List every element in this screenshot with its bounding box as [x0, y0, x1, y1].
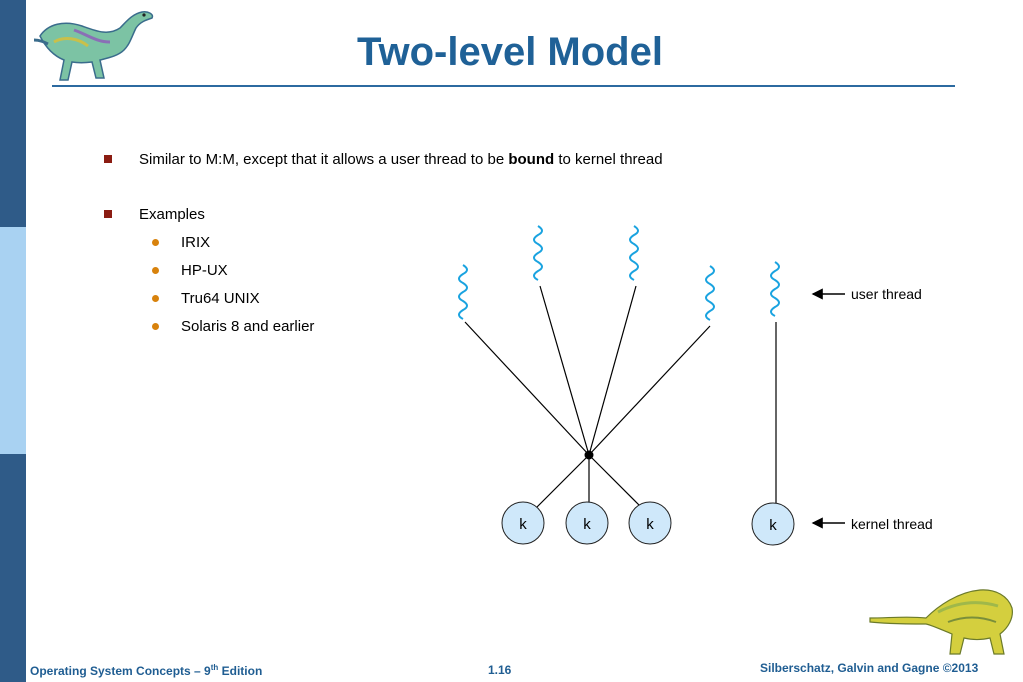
connector-line — [588, 285, 637, 456]
kernel-thread-node: k — [565, 501, 609, 545]
sidebar-highlight — [0, 227, 26, 454]
footer-title-sup: th — [210, 663, 219, 672]
kernel-node-label: k — [769, 517, 777, 534]
sidebar-stripe — [0, 0, 26, 682]
user-thread-icon — [705, 265, 715, 321]
kernel-thread-label: kernel thread — [851, 516, 933, 532]
dinosaur-logo-icon — [34, 11, 154, 81]
connector-line — [588, 325, 711, 456]
kernel-thread-node: k — [751, 502, 795, 546]
footer-title-text: Operating System Concepts – 9 — [30, 664, 211, 678]
bullet-text-before: Similar to M:M, except that it allows a … — [139, 151, 509, 168]
connector-line — [588, 454, 642, 508]
connector-line — [539, 285, 590, 456]
multiplexer-junction — [584, 450, 594, 460]
page-title: Two-level Model — [357, 30, 663, 74]
round-bullet-icon — [152, 239, 159, 246]
user-thread-icon — [629, 225, 639, 281]
footer-title-suffix: Edition — [218, 664, 263, 678]
connector-line — [536, 454, 590, 508]
round-bullet-icon — [152, 295, 159, 302]
footer-book-title: Operating System Concepts – 9th Edition — [30, 663, 262, 678]
page-number: 1.16 — [488, 663, 512, 677]
examples-label: Examples — [139, 206, 205, 223]
user-thread-icon — [770, 261, 780, 317]
example-item-label: Tru64 UNIX — [181, 290, 260, 307]
two-level-model-diagram: k k k k user thread kernel thread — [458, 225, 933, 546]
square-bullet-icon — [104, 210, 112, 218]
round-bullet-icon — [152, 267, 159, 274]
kernel-node-label: k — [519, 516, 527, 533]
dinosaur-footer-logo-icon — [869, 589, 1013, 655]
user-thread-icon — [533, 225, 543, 281]
user-thread-icon — [458, 264, 468, 320]
kernel-thread-node: k — [501, 501, 545, 545]
square-bullet-icon — [104, 155, 112, 163]
kernel-thread-node: k — [628, 501, 672, 545]
example-item-label: IRIX — [181, 234, 211, 251]
round-bullet-icon — [152, 323, 159, 330]
bullet-text-bold: bound — [508, 151, 555, 168]
kernel-node-label: k — [583, 516, 591, 533]
title-divider — [52, 85, 955, 87]
footer-authors: Silberschatz, Galvin and Gagne ©2013 — [760, 661, 979, 675]
kernel-node-label: k — [646, 516, 654, 533]
user-thread-label: user thread — [851, 286, 922, 302]
connector-line — [464, 321, 590, 456]
example-item-label: Solaris 8 and earlier — [181, 318, 315, 335]
example-item-label: HP-UX — [181, 262, 228, 279]
bullet-text-after: to kernel thread — [554, 151, 663, 168]
